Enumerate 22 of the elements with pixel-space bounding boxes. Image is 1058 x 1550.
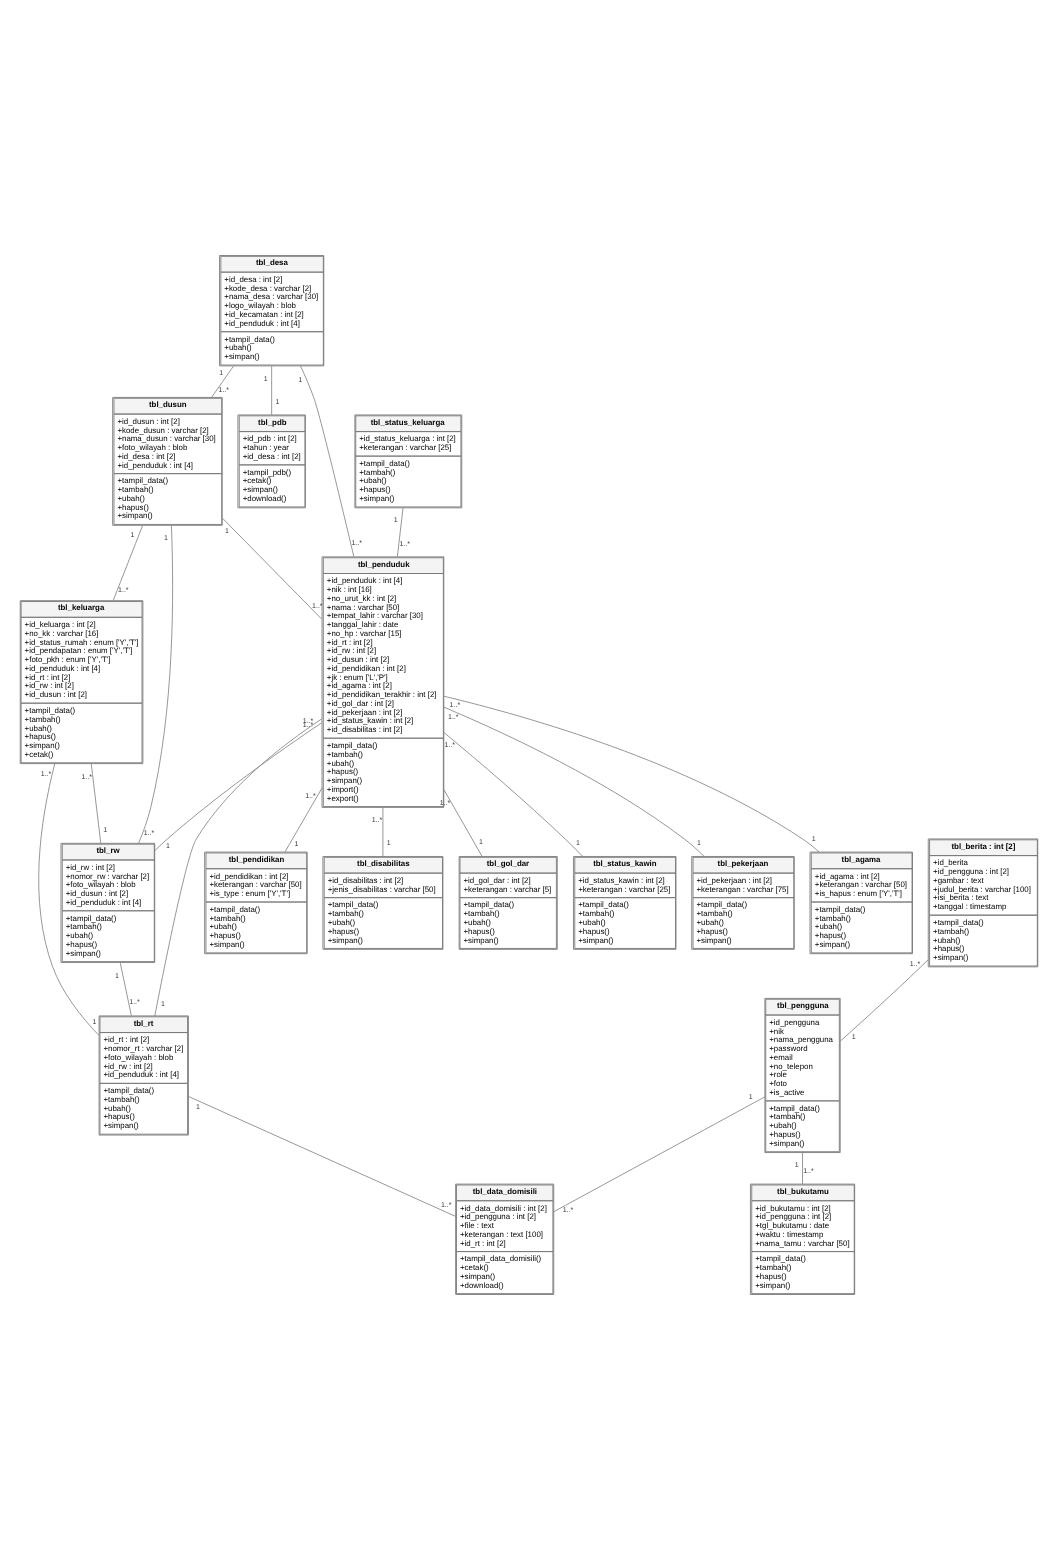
connector [443,731,584,857]
connector [284,787,323,853]
connector [839,959,929,1042]
connector [382,807,384,857]
connector [802,1152,803,1185]
connector [443,706,705,857]
connector [396,507,404,558]
connector [443,695,820,853]
connector [90,763,102,844]
connector [154,722,323,852]
connector [553,1096,766,1213]
connector [443,789,483,857]
connector [271,365,273,416]
connector [211,365,234,398]
connector [154,718,323,1017]
connector [300,365,355,558]
connector [38,763,100,1036]
connector [119,962,132,1017]
connector [221,517,323,620]
connector [138,525,174,844]
connector [188,1096,456,1217]
connector [112,525,143,601]
